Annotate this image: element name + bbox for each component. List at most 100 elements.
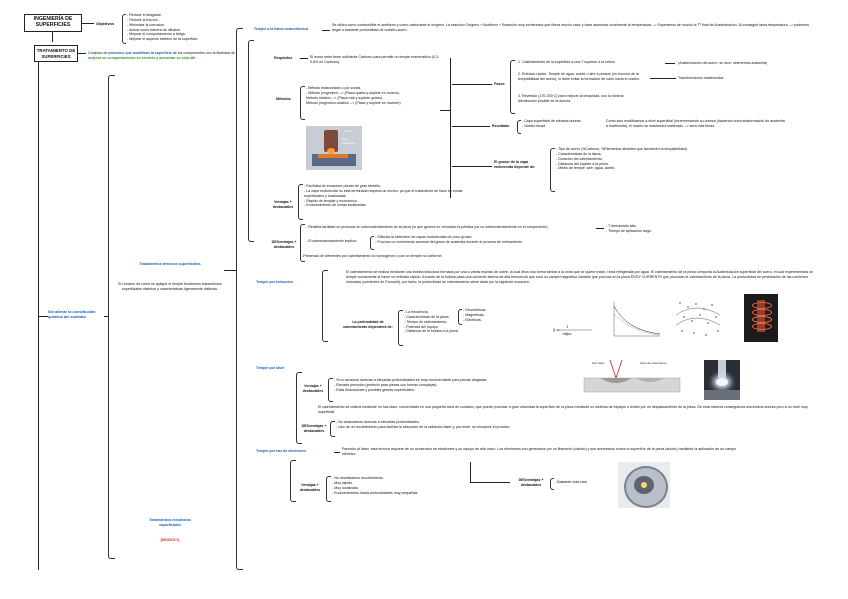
- laser-desc: El calentamiento se realiza mediante un …: [318, 405, 808, 414]
- profundidad-list: - La frecuencia. - Características de la…: [404, 310, 459, 334]
- termicos-title: Tratamientos térmicos superficiales: [139, 262, 201, 266]
- connector: [470, 462, 471, 482]
- pasos-1: 1. Calentamiento de la superficie a una …: [518, 60, 615, 64]
- grosor-bracket: [550, 148, 555, 192]
- llama-bracket: [248, 40, 254, 242]
- laser-desventajas-bracket: [330, 421, 335, 437]
- desventajas-2: - El sobrecalentamiento implica:: [306, 239, 357, 243]
- mecanicos-title: Tratamientos mecánicos superficiales: [149, 518, 191, 527]
- objetivos-list: - Reducir el desgaste. - Reducir la fric…: [127, 13, 199, 42]
- connector: [596, 228, 604, 229]
- objetivos-label: Objetivos: [96, 21, 115, 26]
- tratamientos-bracket: [108, 75, 115, 559]
- desventajas-2-list: - Dificulta la obtención de capas endure…: [375, 235, 523, 244]
- connector: [334, 452, 340, 453]
- resultado-label: Resultado: [492, 124, 510, 128]
- svg-text:Haz láser: Haz láser: [592, 361, 605, 365]
- svg-text:δ =: δ =: [553, 328, 560, 333]
- pasos-2: 2. Enfriado rápido: Temple de agua, acei…: [518, 72, 641, 81]
- ventajas-label: Ventajas + destacables: [272, 200, 294, 209]
- pasos-3: 3. Revenido (170-200 C) para mejorar la …: [518, 94, 624, 103]
- metodos-label: Métodos: [276, 97, 291, 101]
- laser-bracket: [296, 372, 302, 444]
- desventajas-1: - Relativa facilidad en provocar un sobr…: [306, 225, 549, 229]
- connector: [82, 23, 94, 24]
- sin-alterar-label: Sin alterar la constitución química del …: [48, 309, 96, 320]
- laser-ventajas-bracket: [328, 378, 333, 402]
- laser-photo: [704, 360, 740, 400]
- desventajas-label: DESventajas + destacables: [271, 240, 297, 249]
- tratamiento-desc-a: Conjunto de: [88, 51, 109, 55]
- temple-llama-title: Temple a la llama oxiacetilénica: [254, 27, 309, 31]
- termicos-bracket: [236, 28, 243, 570]
- connector: [452, 84, 492, 85]
- termicos-desc: En función de cómo se aplique el temple …: [118, 282, 222, 291]
- tratamiento-text: TRATAMIENTO DE SUPERFICIES: [36, 48, 76, 59]
- electron-beam-image: [618, 462, 670, 508]
- tratamiento-desc-b: procesos que modifican la superficie: [108, 51, 172, 55]
- pasos-1-note: (Austenización del acero, se dice: obten…: [678, 61, 768, 65]
- caracteristicas-list: - Geométricas. - Magnéticas. - Eléctrica…: [463, 308, 487, 322]
- induction-coil-image: [744, 294, 778, 342]
- connector: [440, 110, 450, 111]
- laser-desventajas-list: - No alcanzamos durezas a elevadas profu…: [336, 420, 511, 429]
- title-box: INGENIERÍA DE SUPERFICIES: [24, 14, 82, 32]
- flame-hardening-image: Llama Zona endurecida: [306, 126, 362, 170]
- metodos-bracket: [300, 86, 305, 120]
- laser-diagram: Haz láser Zona de tratamiento: [583, 359, 681, 393]
- haz-desventajas-list: - Bastante más caro: [555, 480, 588, 484]
- haz-ventajas-label: Ventajas + destacables: [299, 483, 321, 492]
- resultado-note: Como solo modificamos a nivel superficia…: [606, 119, 785, 128]
- connector: [224, 270, 236, 271]
- pasos-2-note: Transformación martensítica: [678, 76, 724, 80]
- connector: [104, 316, 108, 317]
- connector: [78, 53, 86, 54]
- ventajas-list: - Facilidad de encarecer piezas de gran …: [304, 184, 463, 208]
- induction-curve-graph: [613, 302, 661, 337]
- desventajas-3: -Presencia de diferentes por calentamien…: [302, 254, 443, 258]
- laser-ventajas-label: Ventajas + destacables: [302, 384, 324, 393]
- laser-desventajas-label: DESventajas + destacables: [301, 424, 327, 433]
- connector: [452, 126, 490, 127]
- connector: [665, 63, 675, 64]
- laser-ventajas-list: - Si no alcanzar durezas a elevadas prof…: [334, 378, 488, 392]
- haz-desventajas-bracket: [550, 478, 554, 490]
- resultado-list: - Capa superficial de elevada dureza. - …: [522, 119, 582, 128]
- connector: [52, 32, 53, 42]
- haz-title: Temple por haz de electrones: [256, 449, 307, 453]
- penetration-equation: δ = 1 √πfμσ: [553, 325, 592, 336]
- image-label-zona: Zona endurecida: [342, 138, 355, 145]
- tratamiento-desc-c: de los componentes con la finalidad de: [171, 51, 235, 55]
- tratamiento-desc: Conjunto de procesos que modifican la su…: [88, 51, 248, 61]
- svg-text:√πfμσ: √πfμσ: [562, 332, 572, 336]
- desventajas-bracket: [300, 224, 305, 262]
- haz-ventajas-bracket: [326, 476, 331, 502]
- induccion-bracket: [322, 270, 328, 342]
- connector: [650, 78, 676, 79]
- induction-field-diagram: [675, 302, 721, 336]
- tratamiento-box: TRATAMIENTO DE SUPERFICIES: [34, 45, 78, 62]
- desventajas-2-bracket: [370, 236, 374, 250]
- connector: [38, 316, 48, 317]
- mecanicos-note: (NOOO!!!): [160, 537, 180, 542]
- image-label-llama: Llama: [344, 129, 352, 133]
- temple-llama-desc: Se utiliza como combustible el acetileno…: [332, 23, 809, 32]
- connector: [450, 58, 451, 198]
- metodos-list: - Método estacionario o por zonas. - Mét…: [306, 86, 401, 105]
- svg-text:1: 1: [566, 325, 568, 329]
- induccion-title: Temple por inducción: [256, 280, 294, 284]
- haz-ventajas-list: - No necesitamos recubrimiento. - Muy rá…: [332, 476, 419, 495]
- connector: [452, 166, 492, 167]
- connector: [470, 482, 510, 483]
- svg-text:Zona de tratamiento: Zona de tratamiento: [640, 361, 667, 365]
- requisitos-text: El acero debe tener suficiente Carbono p…: [310, 55, 440, 64]
- laser-title: Temple por láser: [256, 366, 285, 370]
- haz-desventajas-label: DESventajas + destacables: [518, 478, 544, 487]
- requisitos-label: Requisitos: [274, 56, 293, 60]
- tratamiento-desc-d: mejorar su comportamiento en servicio y …: [88, 55, 197, 60]
- grosor-label: El grosor de la capa endurecida depende …: [494, 160, 536, 169]
- grosor-list: - Tipo de acero (%Carbono, %Elementos al…: [556, 147, 688, 171]
- induccion-desc: El calentamiento se realiza mediante una…: [346, 270, 814, 284]
- connector: [300, 58, 308, 59]
- desventajas-1-note: - T demasiado alta. - Tiempo de aplicaci…: [606, 224, 652, 233]
